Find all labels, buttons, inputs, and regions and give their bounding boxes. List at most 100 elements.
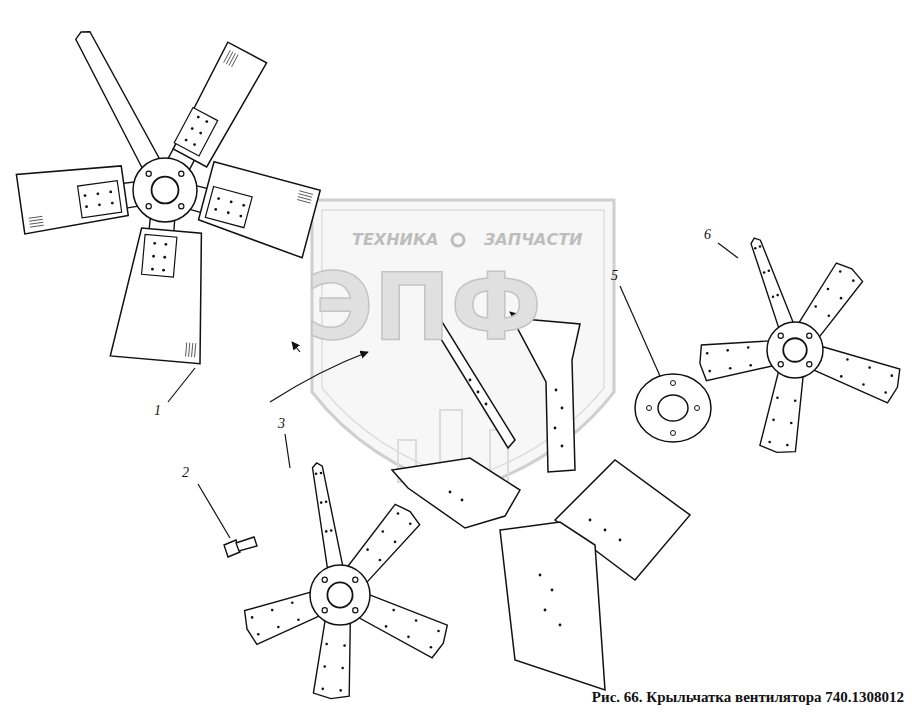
rivet — [706, 352, 709, 355]
bolt-hole — [778, 333, 783, 338]
rivet — [554, 427, 557, 430]
rivet — [559, 624, 562, 627]
rivet — [749, 364, 752, 367]
rivet — [152, 255, 155, 258]
rivet — [341, 667, 344, 670]
callout-number: 1 — [154, 404, 161, 418]
bolt-hole — [807, 362, 812, 367]
rivet — [392, 609, 395, 612]
callout-number: 2 — [182, 466, 189, 480]
blade-hatch — [29, 219, 43, 221]
bolt-hole — [353, 608, 358, 613]
rivet — [230, 201, 233, 204]
rivet — [321, 688, 324, 691]
rivet — [239, 215, 242, 218]
bolt-shank — [236, 537, 257, 551]
rivet — [852, 279, 855, 282]
rivet — [790, 422, 793, 425]
rivet — [868, 366, 871, 369]
rivet — [544, 609, 547, 612]
rivet — [199, 132, 202, 135]
rivet — [271, 609, 274, 612]
rivet — [555, 389, 558, 392]
rivet — [415, 619, 418, 622]
callout-number: 5 — [611, 269, 618, 283]
bolt-hole — [322, 577, 327, 582]
bolt-hole — [353, 577, 358, 582]
rivet — [407, 636, 410, 639]
bolt-hole — [179, 204, 184, 209]
rivet — [891, 374, 894, 377]
rivet — [330, 529, 333, 532]
leader-line — [168, 368, 195, 402]
rivet — [320, 501, 323, 504]
rivet — [397, 512, 400, 515]
rivet — [477, 391, 480, 394]
rivet — [325, 530, 328, 533]
blade-hatch — [299, 194, 313, 198]
rivet — [430, 646, 433, 649]
hub-hole — [152, 177, 179, 204]
arm-over-blade — [78, 181, 122, 218]
rivet — [786, 444, 789, 447]
callout-number: 6 — [704, 228, 711, 242]
rivet — [320, 472, 323, 475]
rivet — [394, 541, 397, 544]
rivet — [759, 245, 762, 248]
fan-hub — [133, 158, 197, 222]
assembly-arrow — [270, 352, 368, 402]
rivet — [794, 400, 797, 403]
rivet — [109, 191, 112, 194]
rivet — [729, 367, 732, 370]
rivet — [366, 548, 369, 551]
arm-over-blade — [174, 108, 218, 157]
rivet — [814, 305, 817, 308]
rivet — [217, 197, 220, 200]
rivet — [323, 665, 326, 668]
rivet — [449, 491, 452, 494]
leader-line — [718, 243, 738, 258]
blade-hatch — [299, 191, 313, 195]
leader-line — [620, 286, 660, 376]
rivet — [315, 473, 318, 476]
rivet — [884, 391, 887, 394]
fan-hub — [310, 565, 370, 625]
rivet — [604, 529, 607, 532]
watermark-text: ЗАПЧАСТИ — [484, 232, 583, 248]
rivet — [164, 243, 167, 246]
rivet — [325, 643, 328, 646]
bolt-hole — [322, 608, 327, 613]
bolt-hole — [179, 171, 184, 176]
hub-hole — [783, 338, 807, 362]
rivet — [251, 616, 254, 619]
fan-spider — [700, 238, 900, 452]
rivet — [153, 242, 156, 245]
rivet — [708, 370, 711, 373]
rivet — [151, 268, 154, 271]
blade-hatch — [226, 52, 233, 64]
rivet — [98, 203, 101, 206]
rivet — [379, 559, 382, 562]
rivet — [385, 625, 388, 628]
rivet — [297, 618, 300, 621]
arm-over-blade — [142, 234, 177, 277]
washer-hole — [658, 395, 688, 421]
rivet — [754, 247, 757, 250]
rivet — [485, 403, 488, 406]
rivet — [776, 294, 779, 297]
rivet — [111, 202, 114, 205]
rivet — [85, 205, 88, 208]
washer-bolt-hole — [671, 431, 676, 436]
bolt-hole — [778, 362, 783, 367]
fan-blade — [173, 42, 266, 167]
fan-blade — [110, 228, 201, 364]
bolt — [224, 537, 257, 557]
rivet — [763, 271, 766, 274]
rivet — [437, 630, 440, 633]
rivet — [840, 375, 843, 378]
bolt-hole — [807, 333, 812, 338]
rivet — [551, 589, 554, 592]
fan-hub — [767, 322, 823, 378]
rivet — [469, 379, 472, 382]
rivet — [382, 530, 385, 533]
